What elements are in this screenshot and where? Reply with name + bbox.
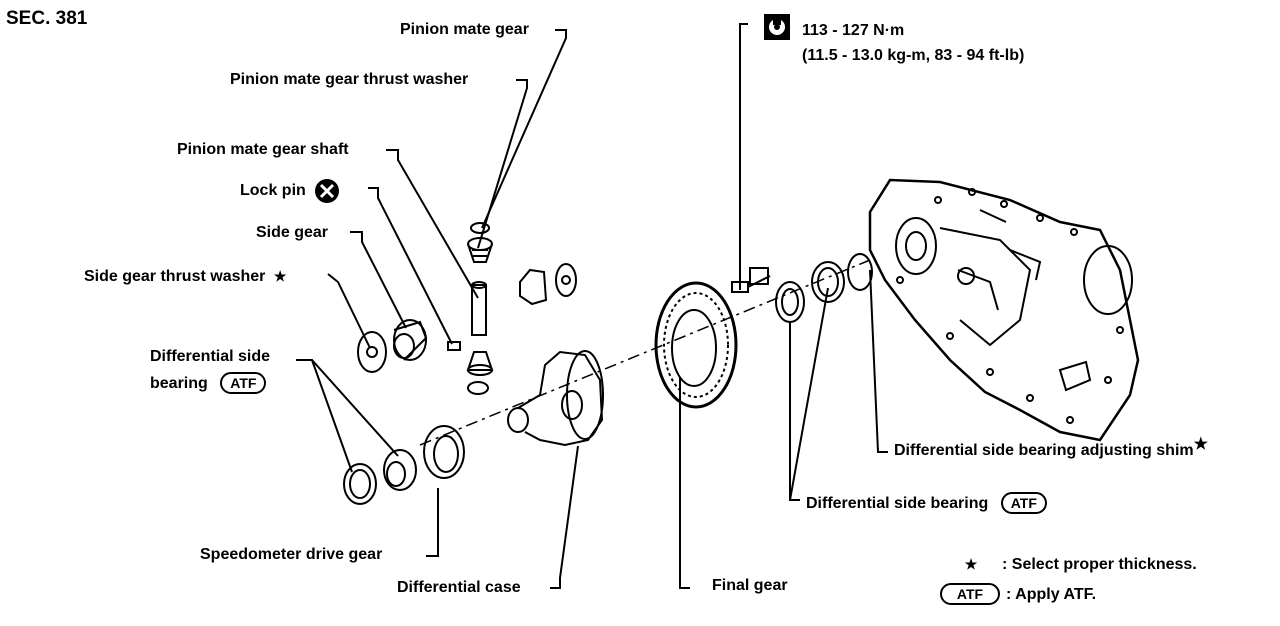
leader-speedo [426, 488, 439, 557]
label-lock-pin: Lock pin [240, 178, 340, 204]
label-speedometer-drive-gear: Speedometer drive gear [200, 546, 383, 563]
side-gear-thrust-washer-text: Side gear thrust washer [84, 268, 266, 285]
right-bearing-text: Differential side bearing [806, 495, 989, 512]
torque-line1: 113 - 127 N·m [802, 22, 905, 39]
left-bearing-line2: bearing [150, 375, 208, 392]
label-side-gear-thrust-washer: Side gear thrust washer ★ [84, 267, 286, 286]
leader-final-gear [679, 378, 690, 589]
legend-star-text: : Select proper thickness. [1002, 556, 1197, 573]
leader-torque-bolt [739, 23, 748, 290]
star-icon: ★ [1193, 436, 1208, 453]
atf-badge: ATF [1000, 492, 1047, 514]
leader-pinion-washer [477, 79, 528, 249]
star-icon: ★ [964, 556, 978, 572]
torque-line2: (11.5 - 13.0 kg-m, 83 - 94 ft-lb) [802, 47, 1025, 64]
final-gear-outer [654, 281, 738, 409]
leader-lock-pin [368, 187, 453, 345]
legend-atf-text: : Apply ATF. [1006, 586, 1097, 603]
leader-shim [869, 269, 888, 453]
pinion-shaft [471, 284, 487, 336]
label-differential-side-bearing-left: Differential side bearing ATF [150, 348, 270, 394]
legend: ★ : Select proper thickness. ATF : Apply A… [940, 553, 1270, 613]
label-final-gear: Final gear [712, 577, 788, 594]
lock-pin-label: Lock pin [240, 182, 306, 200]
leader-side-gear [350, 231, 407, 329]
no-reuse-icon [315, 179, 340, 203]
label-differential-case: Differential case [397, 579, 521, 596]
adjusting-shim-text: Differential side bearing adjusting shim [894, 442, 1194, 459]
legend-star-row: ★ : Select proper thickness. [940, 555, 1197, 574]
label-differential-side-bearing-right: Differential side bearing ATF [806, 492, 1047, 514]
section-number: SEC. 381 [6, 8, 88, 29]
leader-pinion-mate-gear [481, 29, 567, 229]
star-icon: ★ [273, 268, 287, 284]
atf-badge: ATF [220, 372, 267, 394]
leader-left-bearing [296, 359, 353, 473]
wrench-icon [764, 14, 790, 40]
atf-badge: ATF [940, 583, 1000, 605]
label-pinion-mate-gear-thrust-washer: Pinion mate gear thrust washer [230, 71, 469, 88]
leader-side-gear-washer [327, 273, 371, 349]
label-pinion-mate-gear-shaft: Pinion mate gear shaft [177, 141, 349, 158]
leader-diff-case [550, 445, 579, 589]
label-side-gear: Side gear [256, 224, 329, 241]
leader-pinion-shaft [386, 149, 479, 299]
left-bearing-line1: Differential side [150, 348, 271, 365]
center-axis [419, 259, 871, 446]
label-differential-side-bearing-adjusting-shim: Differential side bearing adjusting shim… [894, 436, 1208, 460]
label-pinion-mate-gear: Pinion mate gear [400, 21, 529, 38]
legend-atf-row: ATF : Apply ATF. [940, 583, 1096, 605]
transmission-housing [868, 178, 1140, 442]
